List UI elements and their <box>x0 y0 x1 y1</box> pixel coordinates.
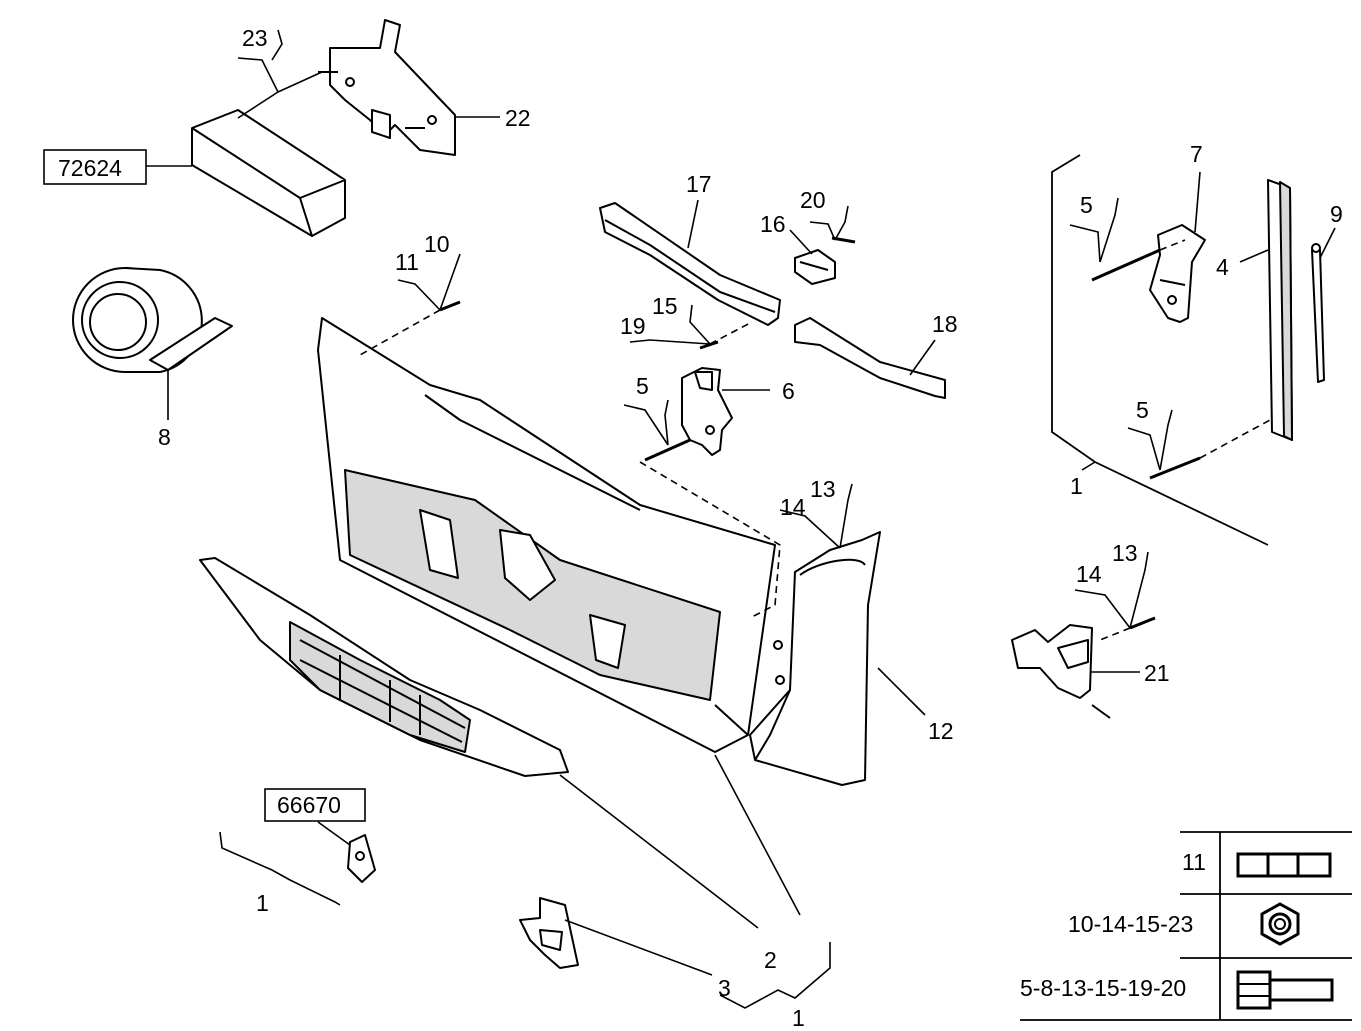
callout-14-right: 14 <box>1076 561 1102 587</box>
legend-row-3-label: 5-8-13-15-19-20 <box>1020 975 1186 1001</box>
bar-part-18 <box>794 317 946 399</box>
callout-2: 2 <box>764 947 777 973</box>
bracket-part-3 <box>519 897 579 969</box>
front-panel-part-1 <box>317 317 776 753</box>
tape-roll-part-8 <box>72 267 233 373</box>
callout-16: 16 <box>760 211 786 237</box>
callout-15: 15 <box>652 293 678 319</box>
hex-nut-icon <box>1260 902 1300 946</box>
callout-1-left: 1 <box>256 890 269 916</box>
callout-1-bottom: 1 <box>792 1005 805 1031</box>
callout-5-lower-right: 5 <box>1136 397 1149 423</box>
ref-box-72624: 72624 <box>43 149 147 185</box>
callout-10: 10 <box>424 231 450 257</box>
legend-row-1-label: 11 <box>1182 849 1206 875</box>
callout-7: 7 <box>1190 141 1203 167</box>
callout-18: 18 <box>932 311 958 337</box>
callout-17: 17 <box>686 171 712 197</box>
callout-8: 8 <box>158 424 171 450</box>
svg-text:72624: 72624 <box>58 155 122 181</box>
callout-20: 20 <box>800 187 826 213</box>
pillar-part-4 <box>1267 179 1293 441</box>
callout-1-right: 1 <box>1070 473 1083 499</box>
callout-13-center: 13 <box>810 476 836 502</box>
callout-12: 12 <box>928 718 954 744</box>
clip-part-66670 <box>347 834 376 883</box>
hinge-part-7 <box>1149 224 1206 323</box>
bracket-part-22 <box>318 19 456 156</box>
fastener-legend: 11 10-14-15-23 5-8-13-15-19-20 <box>1020 831 1352 1021</box>
callout-4: 4 <box>1216 254 1229 280</box>
callout-9: 9 <box>1330 201 1343 227</box>
bar-part-17 <box>599 202 781 326</box>
callout-13-right: 13 <box>1112 540 1138 566</box>
grille-part-2 <box>199 557 569 777</box>
callout-6: 6 <box>782 378 795 404</box>
block-part-72624 <box>191 109 346 237</box>
callout-3: 3 <box>718 975 731 1001</box>
callout-14-center: 14 <box>780 494 806 520</box>
callout-labels: 23 22 8 11 10 17 16 20 19 15 18 5 6 14 1… <box>158 25 1343 1031</box>
bracket-part-21 <box>1011 624 1111 719</box>
callout-23: 23 <box>242 25 268 51</box>
callout-5-upper-right: 5 <box>1080 192 1093 218</box>
callout-21: 21 <box>1144 660 1170 686</box>
rod-part-9 <box>1311 243 1325 383</box>
leader-lines <box>146 29 1336 1009</box>
bracket-part-6 <box>681 367 733 456</box>
spacer-sleeve-icon <box>1236 852 1332 878</box>
clip-part-16 <box>794 249 836 285</box>
callout-5-center: 5 <box>636 373 649 399</box>
corner-panel-part-12 <box>749 531 881 786</box>
callout-19: 19 <box>620 313 646 339</box>
callout-11: 11 <box>395 249 419 275</box>
callout-22: 22 <box>505 105 531 131</box>
ref-box-66670: 66670 <box>264 788 366 822</box>
hex-bolt-icon <box>1236 970 1334 1010</box>
svg-text:66670: 66670 <box>277 792 341 818</box>
legend-row-2-label: 10-14-15-23 <box>1068 911 1193 937</box>
